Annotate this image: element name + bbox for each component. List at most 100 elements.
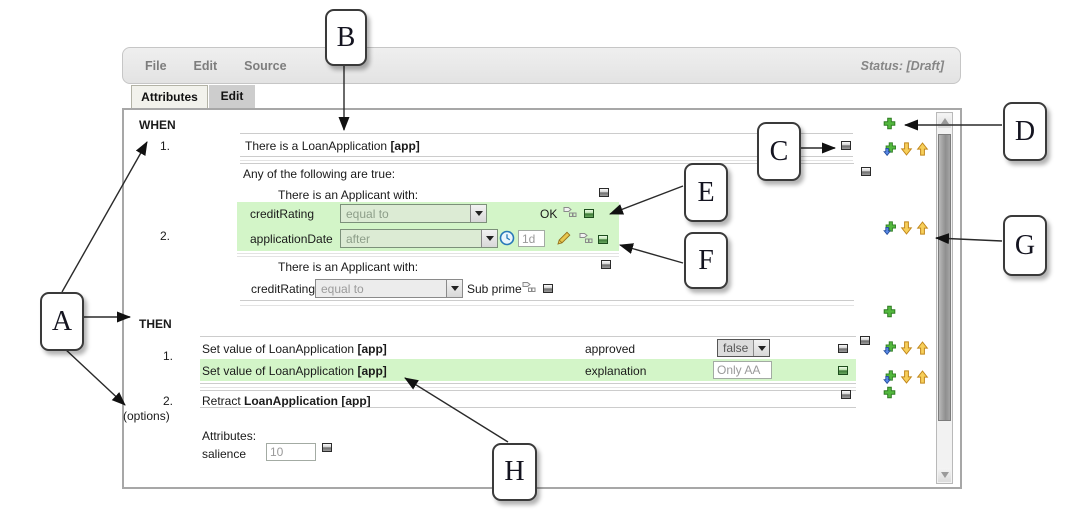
action2-text: Set value of LoanApplication (202, 364, 355, 378)
action2-action-square[interactable] (838, 366, 848, 375)
cond3-operator-value: equal to (321, 281, 364, 296)
add-below-button[interactable] (883, 221, 897, 236)
applicant-header-2: There is an Applicant with: (278, 260, 419, 274)
status-label: Status: [Draft] (860, 58, 944, 73)
then-action2-highlight (200, 359, 856, 381)
cond1-action-square[interactable] (584, 209, 594, 218)
action1-field-label: approved (585, 342, 636, 356)
tab-edit[interactable]: Edit (209, 85, 255, 108)
action2-value-input[interactable] (713, 361, 772, 379)
add-below-button[interactable] (883, 370, 897, 385)
add-options-button[interactable] (883, 386, 896, 399)
then-group-action-square[interactable] (860, 336, 870, 345)
cond3-operator-dropdown[interactable]: equal to (315, 279, 463, 298)
binding-tag-icon[interactable] (578, 232, 593, 245)
then-action2-row[interactable]: Set value of LoanApplication [app] (202, 364, 387, 378)
vertical-scrollbar[interactable] (936, 112, 953, 484)
callout-h: H (492, 443, 537, 501)
scrollbar-thumb[interactable] (938, 134, 951, 421)
add-below-button[interactable] (883, 142, 897, 157)
rule-editor-panel (122, 108, 962, 489)
salience-label: salience (202, 447, 247, 461)
when-row1-number: 1. (160, 139, 171, 153)
callout-e: E (684, 163, 728, 222)
then-label: THEN (139, 317, 172, 331)
menu-bar: File Edit Source Status: [Draft] (122, 47, 961, 84)
binding-tag-icon[interactable] (562, 206, 577, 219)
menu-file[interactable]: File (145, 58, 167, 73)
when-row2-number: 2. (160, 229, 171, 243)
clock-icon[interactable] (499, 230, 516, 246)
add-condition-button[interactable] (883, 117, 896, 130)
callout-f: F (684, 232, 728, 289)
callout-c: C (757, 122, 801, 181)
cond2-operator-dropdown[interactable]: after (340, 229, 498, 248)
callout-g: G (1003, 215, 1047, 276)
cond3-action-square[interactable] (543, 284, 553, 293)
action1-binding: [app] (357, 342, 387, 356)
move-up-button[interactable] (916, 370, 929, 384)
move-down-button[interactable] (900, 221, 913, 235)
action1-text: Set value of LoanApplication (202, 342, 355, 356)
action1-value-dropdown[interactable]: false (717, 339, 770, 357)
cond1-operator-dropdown[interactable]: equal to (340, 204, 487, 223)
scroll-down-button[interactable] (938, 468, 951, 482)
dropdown-arrow-icon[interactable] (446, 280, 462, 297)
cond1-value[interactable]: OK (540, 207, 558, 221)
fact-binding: [app] (390, 139, 420, 153)
retract-binding: LoanApplication [app] (244, 394, 371, 408)
then-action1-row[interactable]: Set value of LoanApplication [app] (202, 342, 387, 356)
salience-input[interactable] (266, 443, 316, 461)
add-below-button[interactable] (883, 341, 897, 356)
move-down-button[interactable] (900, 341, 913, 355)
cond2-duration-input[interactable] (518, 230, 545, 247)
move-down-button[interactable] (900, 370, 913, 384)
then-retract-row[interactable]: Retract LoanApplication [app] (202, 394, 371, 408)
cond1-field-label: creditRating (249, 207, 314, 221)
applicant1-action-square[interactable] (599, 188, 609, 197)
action1-action-square[interactable] (838, 344, 848, 353)
cond1-operator-value: equal to (346, 206, 389, 221)
cond2-operator-value: after (346, 231, 371, 246)
applicant-header-1: There is an Applicant with: (278, 188, 419, 202)
scroll-up-button[interactable] (938, 114, 951, 128)
move-up-button[interactable] (916, 341, 929, 355)
action2-field-label: explanation (585, 364, 647, 378)
any-of-action-square[interactable] (861, 167, 871, 176)
cond2-field-label: applicationDate (250, 232, 333, 246)
tab-attributes[interactable]: Attributes (131, 85, 208, 108)
when-fact-row[interactable]: There is a LoanApplication [app] (245, 139, 420, 153)
menu-edit[interactable]: Edit (193, 58, 218, 73)
when-label: WHEN (139, 118, 176, 132)
move-up-button[interactable] (916, 221, 929, 235)
cond2-action-square[interactable] (598, 235, 608, 244)
then-row2-number: 2. (163, 394, 174, 408)
triangle-up-icon (940, 118, 949, 124)
move-up-button[interactable] (916, 142, 929, 156)
options-label: (options) (123, 409, 170, 423)
binding-tag-icon[interactable] (521, 281, 536, 294)
dropdown-arrow-icon[interactable] (481, 230, 497, 247)
dropdown-arrow-icon[interactable] (470, 205, 486, 222)
salience-action-square[interactable] (322, 443, 332, 452)
any-of-header: Any of the following are true: (243, 167, 396, 181)
attributes-label: Attributes: (202, 429, 257, 443)
then-row1-number: 1. (163, 349, 174, 363)
action2-binding: [app] (357, 364, 387, 378)
pencil-icon[interactable] (556, 230, 572, 246)
fact-row-action-square[interactable] (841, 141, 851, 150)
callout-b: B (325, 9, 367, 66)
retract-text: Retract (202, 394, 245, 408)
cond3-value[interactable]: Sub prime (467, 282, 522, 296)
retract-action-square[interactable] (841, 390, 851, 399)
cond3-field-label: creditRating (251, 282, 316, 296)
callout-d: D (1003, 102, 1047, 161)
applicant2-action-square[interactable] (601, 260, 611, 269)
move-down-button[interactable] (900, 142, 913, 156)
add-action-button[interactable] (883, 305, 896, 318)
triangle-down-icon (940, 472, 949, 478)
menu-source[interactable]: Source (244, 58, 287, 73)
dropdown-arrow-icon[interactable] (753, 340, 769, 356)
fact-text: There is a LoanApplication (245, 139, 388, 153)
